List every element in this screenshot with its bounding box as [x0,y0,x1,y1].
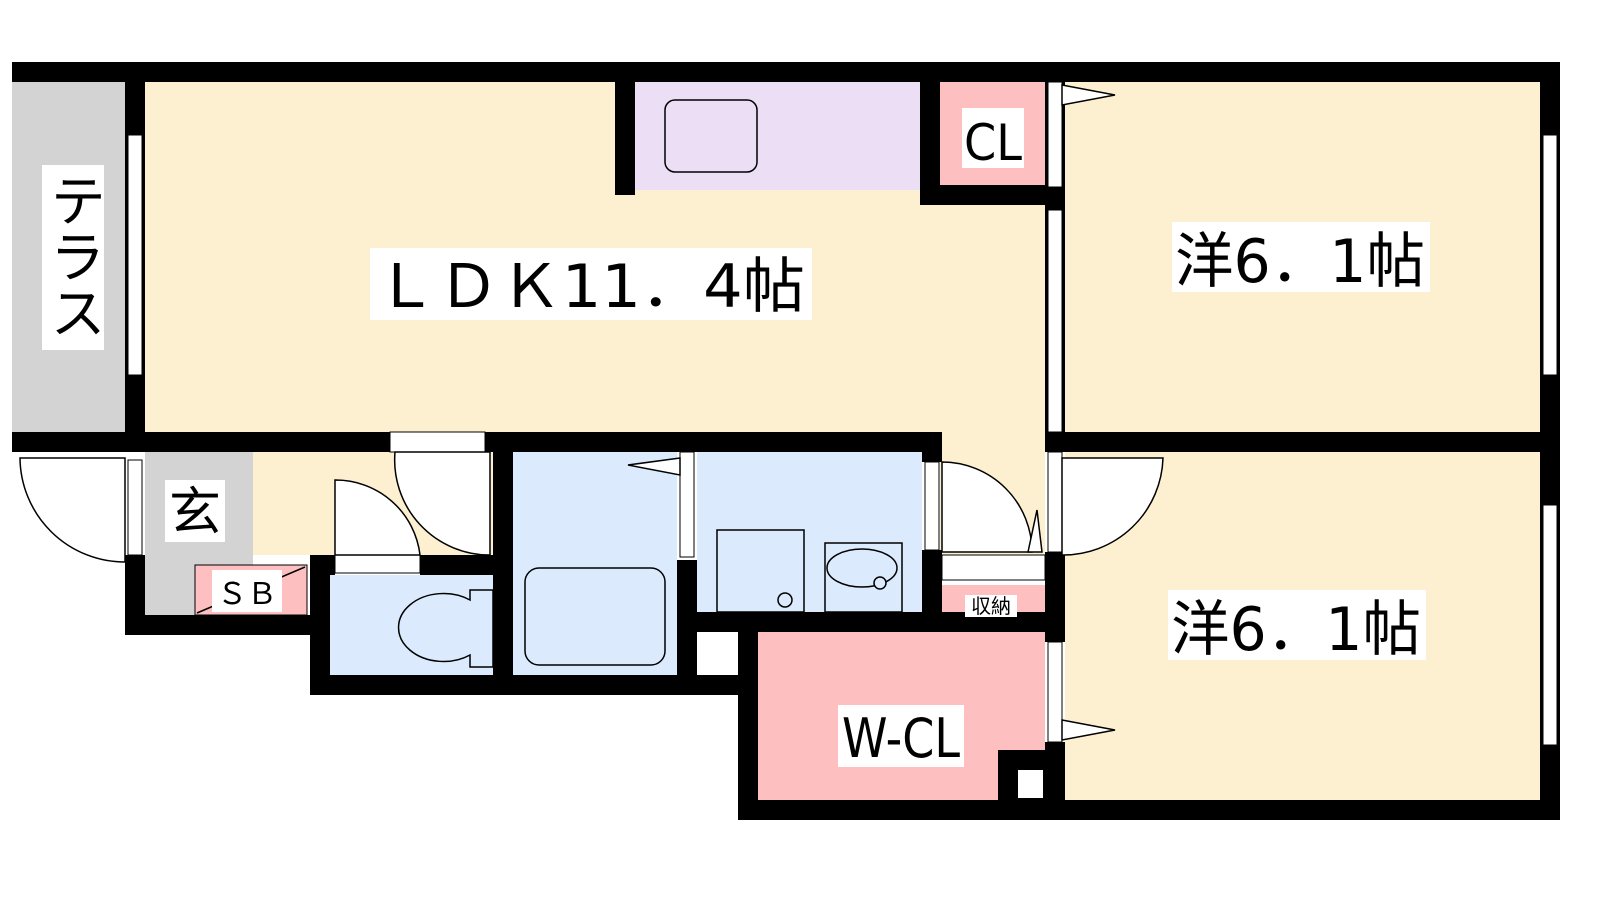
washroom-door-frame [924,461,940,551]
bed2-door-frame [1047,451,1063,553]
labels: ＬＤＫ11．4帖 洋6．1帖 洋6．1帖 テラス 玄 ＳＢ CL W-CL 収納 [41,108,1430,770]
door-swings [19,84,1164,741]
vanity-icon [824,542,903,613]
closet-label: CL [964,114,1022,172]
storage-door [941,554,1046,581]
ldk-label: ＬＤＫ11．4帖 [375,252,805,322]
faucet-icon [873,576,887,590]
hall-door-frame [389,431,486,453]
hall-door-swing [393,451,491,556]
toilet-door-swing [334,479,421,556]
wic-door-frame [1047,641,1063,743]
bedroom1-window [1542,134,1558,376]
pipe-shaft-2 [1018,770,1043,798]
bedroom2-label: 洋6．1帖 [1171,595,1421,665]
windows [127,81,1558,746]
washing-machine-icon [716,529,805,613]
bath-floor [513,452,677,675]
shoe-box-label: ＳＢ [217,577,277,612]
sliding-door [1047,209,1063,433]
toilet-door-frame [334,554,421,574]
toilet-icon [397,589,494,668]
bathtub-icon [524,567,666,666]
kitchen-floor [635,82,920,190]
pipe-shaft [697,632,738,675]
drain-icon [777,592,793,608]
bed1-door-arrow [1061,84,1116,106]
wic-label: W-CL [842,707,960,770]
washroom-floor [697,452,922,612]
bedroom2-window [1542,504,1558,746]
sink-icon [664,99,758,173]
entry-door-frame [127,459,143,556]
terrace-window [127,134,143,376]
bedroom1-label: 洋6．1帖 [1175,227,1425,297]
wic-door-arrow [1061,719,1116,741]
storage-door-arrow [1027,509,1043,553]
bath-door-arrow [627,457,681,476]
entrance-label: 玄 [169,483,221,543]
storage-label: 収納 [971,594,1011,618]
bath-door [679,451,695,558]
bed1-door-frame [1047,81,1063,188]
basin-icon [826,548,898,588]
bed2-door-swing [1061,457,1164,556]
terrace-label: テラス [41,172,106,340]
entry-door-swing [19,457,126,563]
